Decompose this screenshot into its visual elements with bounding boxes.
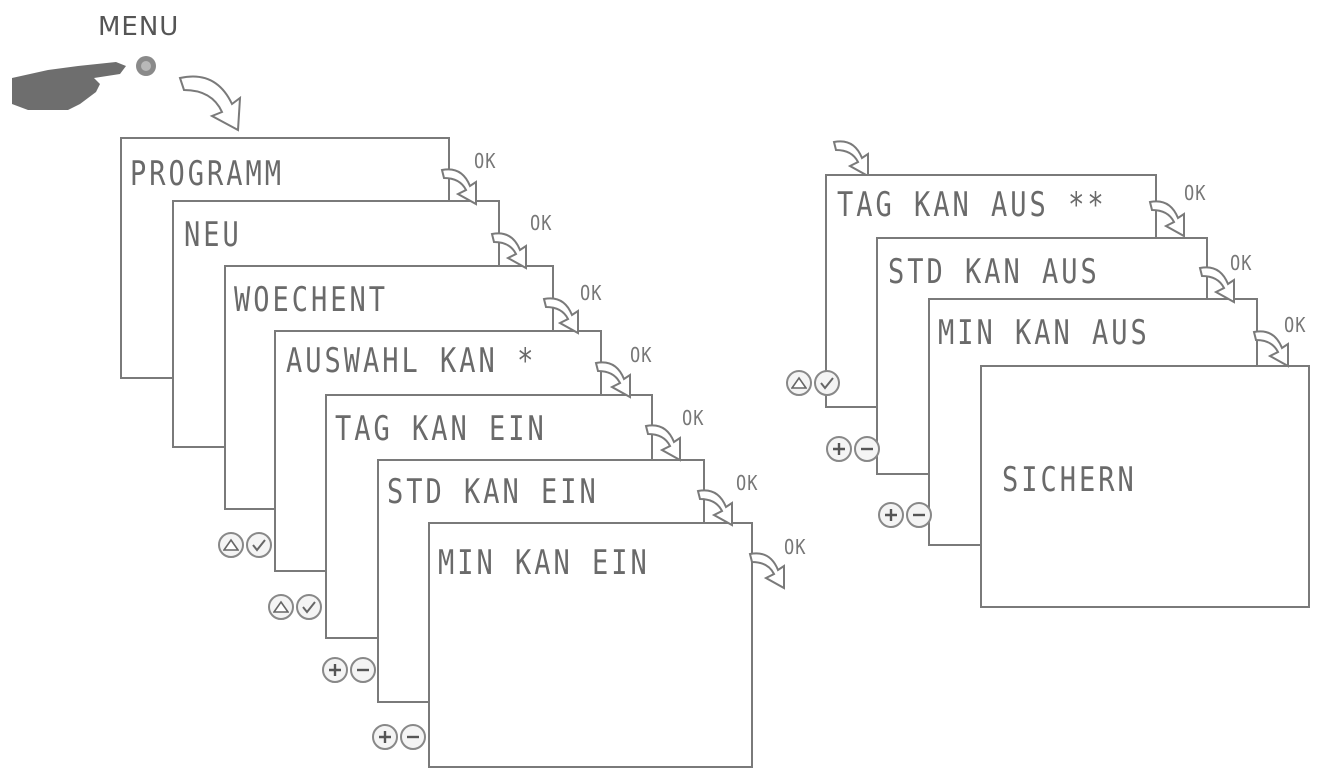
minus-button[interactable] [854, 436, 880, 462]
curved-arrow-icon [830, 136, 880, 184]
confirm-button[interactable] [296, 594, 322, 620]
curved-arrow-icon [438, 164, 488, 212]
plus-icon [883, 507, 899, 523]
screen-label-std-ein: STD KAN EIN [387, 473, 599, 512]
screen-sichern: SICHERN [980, 365, 1310, 608]
curved-arrow-icon [540, 293, 590, 341]
minus-button[interactable] [906, 502, 932, 528]
minus-icon [859, 441, 875, 457]
plus-minus-buttons [878, 502, 932, 528]
ok-label: OK [474, 150, 497, 174]
up-triangle-icon [273, 600, 289, 614]
screen-label-tag-aus: TAG KAN AUS ** [837, 186, 1107, 225]
up-button[interactable] [218, 532, 244, 558]
minus-icon [355, 662, 371, 678]
minus-button[interactable] [400, 724, 426, 750]
curved-arrow-icon [1250, 326, 1300, 374]
pointing-hand-icon [8, 48, 158, 122]
ok-label: OK [736, 472, 759, 496]
screen-label-sichern: SICHERN [1002, 461, 1137, 500]
confirm-button[interactable] [246, 532, 272, 558]
up-check-buttons [786, 370, 840, 396]
minus-button[interactable] [350, 657, 376, 683]
curved-arrow-icon [592, 357, 642, 405]
screen-label-std-aus: STD KAN AUS [888, 253, 1100, 292]
curved-arrow-icon [176, 68, 248, 138]
minus-icon [405, 729, 421, 745]
ok-label: OK [682, 407, 705, 431]
ok-label: OK [530, 212, 553, 236]
up-triangle-icon [223, 538, 239, 552]
screen-label-woechent: WOECHENT [234, 281, 389, 320]
curved-arrow-icon [746, 548, 796, 596]
ok-label: OK [1184, 182, 1207, 206]
curved-arrow-icon [1196, 262, 1246, 310]
curved-arrow-icon [694, 485, 744, 533]
plus-button[interactable] [322, 657, 348, 683]
up-triangle-icon [791, 376, 807, 390]
curved-arrow-icon [642, 420, 692, 468]
plus-minus-buttons [826, 436, 880, 462]
screen-label-programm: PROGRAMM [130, 155, 285, 194]
up-button[interactable] [786, 370, 812, 396]
screen-min-ein: MIN KAN EIN [428, 522, 753, 768]
screen-label-min-aus: MIN KAN AUS [938, 314, 1150, 353]
confirm-button[interactable] [814, 370, 840, 396]
plus-icon [377, 729, 393, 745]
plus-button[interactable] [372, 724, 398, 750]
screen-label-min-ein: MIN KAN EIN [438, 544, 650, 583]
check-icon [819, 376, 835, 390]
plus-minus-buttons [372, 724, 426, 750]
ok-label: OK [630, 344, 653, 368]
minus-icon [911, 507, 927, 523]
plus-minus-buttons [322, 657, 376, 683]
screen-label-tag-ein: TAG KAN EIN [335, 410, 547, 449]
plus-icon [831, 441, 847, 457]
plus-button[interactable] [878, 502, 904, 528]
plus-icon [327, 662, 343, 678]
curved-arrow-icon [488, 228, 538, 276]
up-check-buttons [218, 532, 272, 558]
check-icon [251, 538, 267, 552]
ok-label: OK [1230, 252, 1253, 276]
ok-label: OK [1284, 314, 1307, 338]
screen-label-auswahl: AUSWAHL KAN * [286, 342, 537, 381]
curved-arrow-icon [1146, 196, 1196, 244]
ok-label: OK [580, 282, 603, 306]
check-icon [301, 600, 317, 614]
screen-label-neu: NEU [184, 216, 242, 255]
ok-label: OK [784, 536, 807, 560]
plus-button[interactable] [826, 436, 852, 462]
menu-label: MENU [98, 12, 180, 42]
up-check-buttons [268, 594, 322, 620]
up-button[interactable] [268, 594, 294, 620]
